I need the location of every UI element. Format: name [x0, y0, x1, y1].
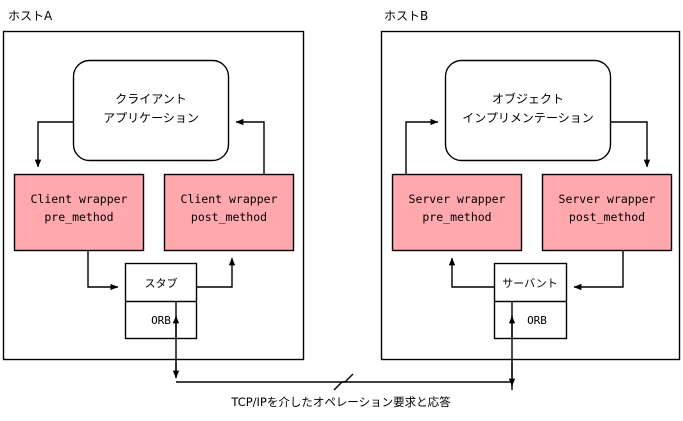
host-b-label: ホストB: [384, 9, 428, 23]
client-wrapper-pre-line1: Client wrapper: [31, 192, 128, 206]
client-application-box: [72, 59, 230, 162]
object-implementation-line1: オブジェクト: [492, 91, 564, 106]
client-wrapper-pre-line2: pre_method: [44, 210, 113, 224]
server-wrapper-pre-method-box: [391, 173, 523, 252]
stub-label: スタブ: [145, 276, 178, 290]
network-bus-left-segment: [176, 373, 354, 383]
client-application-line2: アプリケーション: [103, 111, 199, 125]
client-wrapper-post-line2: post_method: [191, 210, 267, 224]
server-wrapper-pre-line2: pre_method: [422, 210, 491, 224]
arrow-server-pre-to-object-impl: [405, 118, 439, 175]
host-b-orb-label: ORB: [527, 314, 547, 327]
arrow-server-post-to-servant: [573, 250, 624, 291]
server-wrapper-pre-line1: Server wrapper: [409, 192, 506, 206]
host-a-orb-label: ORB: [151, 314, 171, 327]
arrow-servant-to-server-pre: [448, 257, 495, 288]
client-wrapper-post-method-box: [163, 173, 295, 252]
arrow-app-to-client-pre: [34, 121, 74, 168]
arrow-client-post-to-app: [235, 118, 265, 175]
server-wrapper-post-method-box: [541, 173, 673, 252]
object-implementation-line2: インプリメンテーション: [462, 111, 593, 125]
servant-label: サーバント: [502, 277, 557, 290]
arrow-stub-to-client-post: [196, 257, 236, 288]
client-wrapper-pre-method-box: [13, 173, 145, 252]
arrow-client-pre-to-stub: [87, 250, 119, 291]
object-implementation-box: [444, 59, 612, 162]
client-wrapper-post-line1: Client wrapper: [181, 192, 278, 206]
network-caption: TCP/IPを介したオペレーション要求と応答: [230, 395, 451, 409]
server-wrapper-post-line2: post_method: [569, 210, 645, 224]
arrow-object-impl-to-server-post: [610, 121, 651, 168]
host-a-label: ホストA: [8, 9, 53, 23]
client-application-line1: クライアント: [115, 92, 187, 106]
server-wrapper-post-line1: Server wrapper: [559, 192, 656, 206]
network-bus-right-segment: [333, 381, 513, 391]
